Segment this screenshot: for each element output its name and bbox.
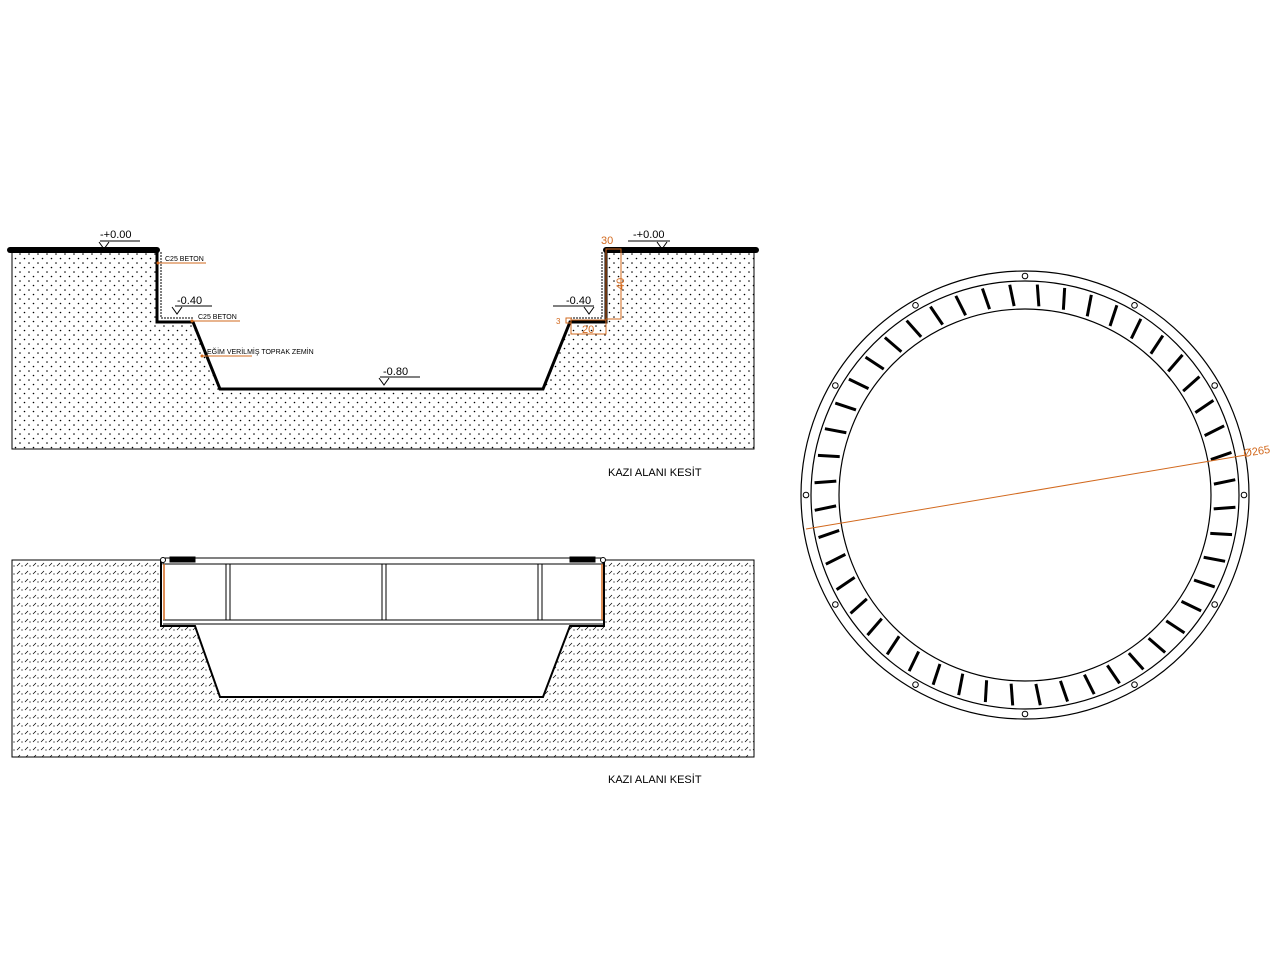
note-c25-wall: C25 BETON (156, 256, 206, 265)
slats (802, 272, 1248, 718)
spring-slat (1149, 334, 1165, 355)
svg-text:-0.40: -0.40 (566, 295, 591, 307)
svg-text:EĞİM VERİLMİŞ TOPRAK ZEMİN: EĞİM VERİLMİŞ TOPRAK ZEMİN (207, 347, 314, 356)
spring-slat (1035, 284, 1041, 307)
dim-step-width: 20 (582, 324, 594, 336)
spring-slat (1210, 531, 1233, 537)
leg-joint (802, 491, 810, 499)
pool-plan-view: Ø265 (800, 270, 1271, 720)
svg-text:-0.80: -0.80 (383, 366, 408, 378)
leg-joint (1211, 382, 1218, 389)
diameter-label: Ø265 (1243, 444, 1271, 460)
spring-slat (1130, 318, 1143, 340)
section-2-title: KAZI ALANI KESİT (608, 773, 702, 786)
section-2: KAZI ALANI KESİT (11, 556, 755, 786)
leg-joint (912, 681, 919, 688)
spring-slat (1203, 424, 1225, 437)
svg-text:-0.40: -0.40 (177, 295, 202, 307)
svg-text:C25 BETON: C25 BETON (198, 314, 237, 321)
spring-slat (1127, 652, 1145, 671)
spring-slat (817, 453, 840, 459)
level-marker-left-top: -+0.00 (98, 229, 140, 250)
outer-ring (800, 270, 1250, 720)
spring-slat (1147, 637, 1167, 654)
spring-slat (835, 576, 856, 591)
spring-slat (834, 401, 857, 412)
section-1-title: KAZI ALANI KESİT (608, 466, 702, 479)
pool-frame-elevation (160, 556, 606, 625)
spring-slat (905, 319, 923, 338)
dimensions-right (565, 248, 622, 335)
spring-slat (883, 336, 903, 353)
level-marker-right-step: -0.40 (553, 295, 595, 315)
spring-slat (1193, 578, 1216, 589)
spring-slat (1167, 353, 1184, 373)
spring-slat (1180, 600, 1202, 613)
spring-slat (824, 427, 847, 435)
inner-ring (838, 308, 1212, 682)
spring-slat (957, 673, 965, 696)
section-1: -+0.00 -+0.00 -0.40 -0.40 -0.80 C25 BETO… (7, 229, 759, 479)
soil-fill-2 (11, 559, 755, 758)
frame-ring (810, 280, 1240, 710)
concrete-profile (155, 250, 608, 391)
level-marker-left-step: -0.40 (171, 295, 212, 315)
leg-joint (1021, 710, 1029, 718)
spring-slat (929, 305, 944, 326)
leg-joint (1021, 272, 1029, 280)
leg-joint (1240, 491, 1248, 499)
svg-text:-+0.00: -+0.00 (633, 229, 665, 241)
level-marker-bottom: -0.80 (378, 366, 420, 386)
leg-joint (832, 601, 839, 608)
spring-slat (1106, 664, 1121, 685)
leg-joint (912, 302, 919, 309)
spring-slat (1210, 450, 1232, 461)
spring-slat (954, 295, 967, 317)
svg-text:C25 BETON: C25 BETON (165, 256, 204, 263)
svg-text:-+0.00: -+0.00 (100, 229, 132, 241)
spring-slat (1085, 294, 1093, 317)
spring-slat (1059, 680, 1070, 702)
spring-slat (983, 680, 989, 703)
spring-slat (814, 504, 837, 512)
spring-slat (849, 597, 868, 615)
spring-slat (1213, 478, 1236, 486)
level-marker-right-top: -+0.00 (628, 229, 670, 250)
spring-slat (818, 529, 840, 540)
spring-slat (1203, 555, 1226, 563)
leg-joint (1211, 601, 1218, 608)
note-slope: EĞİM VERİLMİŞ TOPRAK ZEMİN (200, 347, 314, 358)
dim-step-thick: 3 (556, 317, 561, 326)
spring-slat (1108, 304, 1119, 327)
spring-slat (848, 377, 870, 390)
spring-slat (885, 635, 901, 656)
spring-slat (1061, 287, 1067, 310)
spring-slat (907, 650, 920, 672)
leg-joint (1131, 681, 1138, 688)
leg-joint (1131, 302, 1138, 309)
spring-slat (866, 617, 883, 637)
dim-height: 40 (615, 278, 627, 290)
note-c25-step: C25 BETON (190, 314, 240, 323)
spring-slat (814, 479, 837, 485)
spring-slat (1008, 284, 1016, 307)
spring-slat (864, 355, 885, 371)
spring-slat (980, 288, 991, 310)
spring-slat (1034, 683, 1042, 706)
spring-slat (1182, 375, 1201, 393)
soil-fill (11, 251, 755, 450)
spring-slat (1009, 683, 1015, 706)
spring-slat (1194, 399, 1215, 414)
spring-slat (1213, 505, 1236, 511)
spring-slat (825, 553, 847, 566)
dim-width-top: 30 (601, 235, 613, 247)
spring-slat (1165, 619, 1186, 635)
diameter-line (805, 454, 1247, 530)
spring-slat (931, 663, 942, 686)
spring-slat (1083, 673, 1096, 695)
leg-joint (832, 382, 839, 389)
